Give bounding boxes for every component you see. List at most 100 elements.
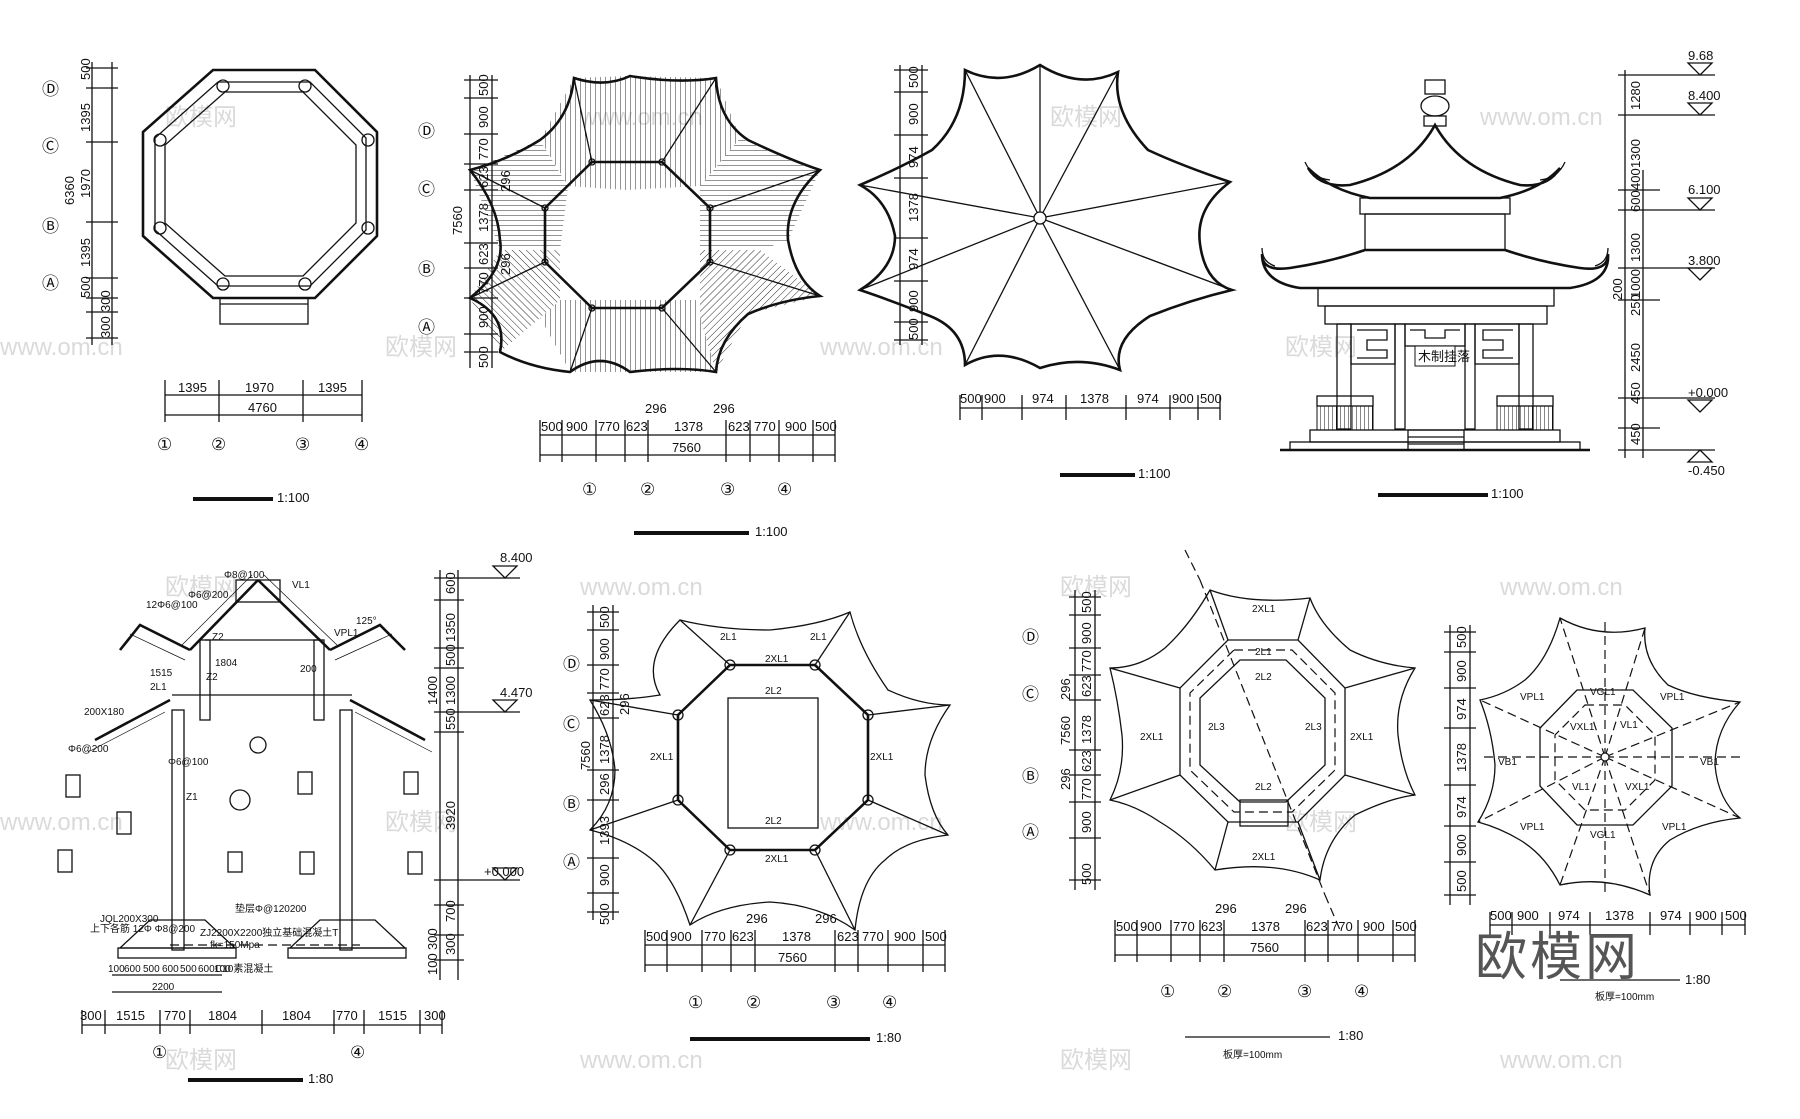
svg-text:900: 900	[785, 419, 807, 434]
svg-text:1:80: 1:80	[308, 1071, 333, 1086]
svg-text:Ⓑ: Ⓑ	[1022, 767, 1039, 786]
svg-text:500: 500	[78, 276, 93, 298]
svg-text:900: 900	[1079, 811, 1094, 833]
beam-plan: 500 900 770 623 1378 296 1393 900 500 29…	[563, 605, 952, 1045]
roof-plan: 500 900 770 623 1378 623 770 900 500 296…	[418, 74, 837, 539]
svg-text:2L1: 2L1	[150, 682, 167, 693]
svg-text:296: 296	[597, 773, 612, 795]
svg-text:900: 900	[1454, 660, 1469, 682]
svg-text:VPL1: VPL1	[1520, 822, 1545, 833]
svg-text:JQL200X300: JQL200X300	[100, 914, 159, 925]
svg-text:500: 500	[815, 419, 837, 434]
svg-text:Ⓒ: Ⓒ	[1022, 685, 1039, 704]
svg-text:500: 500	[541, 419, 563, 434]
svg-text:1515: 1515	[378, 1008, 407, 1023]
svg-text:1378: 1378	[1605, 908, 1634, 923]
svg-text:200: 200	[300, 664, 317, 675]
svg-text:1000: 1000	[1628, 269, 1643, 298]
svg-text:296: 296	[746, 911, 768, 926]
svg-text:296: 296	[1058, 768, 1073, 790]
svg-text:900: 900	[476, 106, 491, 128]
svg-text:500: 500	[1454, 626, 1469, 648]
svg-text:1395: 1395	[178, 380, 207, 395]
svg-text:1:100: 1:100	[755, 524, 788, 539]
svg-text:623: 623	[732, 929, 754, 944]
svg-text:1970: 1970	[245, 380, 274, 395]
svg-text:100: 100	[214, 964, 231, 975]
svg-text:Z1: Z1	[186, 792, 198, 803]
svg-text:1:100: 1:100	[1491, 486, 1524, 501]
svg-text:1804: 1804	[282, 1008, 311, 1023]
svg-text:900: 900	[1363, 919, 1385, 934]
svg-text:2L2: 2L2	[765, 816, 782, 827]
svg-text:770: 770	[164, 1008, 186, 1023]
svg-text:VL1: VL1	[1620, 720, 1638, 731]
svg-text:300: 300	[424, 1008, 446, 1023]
svg-text:Ⓐ: Ⓐ	[418, 318, 435, 337]
svg-text:1:100: 1:100	[277, 490, 310, 505]
svg-text:6360: 6360	[62, 176, 77, 205]
svg-text:500: 500	[1079, 863, 1094, 885]
svg-text:2L3: 2L3	[1208, 722, 1225, 733]
svg-text:③: ③	[720, 480, 735, 499]
svg-text:VL1: VL1	[1572, 782, 1590, 793]
svg-text:1:100: 1:100	[1138, 466, 1171, 481]
radial-roof-star	[856, 63, 1238, 373]
svg-text:欧模网: 欧模网	[1050, 104, 1122, 131]
svg-text:1400: 1400	[425, 676, 440, 705]
svg-text:②: ②	[211, 435, 226, 454]
rafter-plan: 500 900 974 1378 974 900 500 VPL1 VPL1 V…	[1444, 617, 1747, 1003]
svg-text:1:80: 1:80	[1685, 972, 1710, 987]
svg-text:8.400: 8.400	[1688, 88, 1721, 103]
svg-text:900: 900	[1140, 919, 1162, 934]
svg-text:1:80: 1:80	[1338, 1028, 1363, 1043]
svg-text:Ⓑ: Ⓑ	[418, 260, 435, 279]
svg-text:500: 500	[1725, 908, 1747, 923]
svg-text:500: 500	[1490, 908, 1512, 923]
svg-text:500: 500	[180, 964, 197, 975]
svg-text:2L1: 2L1	[1255, 647, 1272, 658]
svg-text:450: 450	[1628, 423, 1643, 445]
svg-text:770: 770	[1331, 919, 1353, 934]
svg-text:500: 500	[1116, 919, 1138, 934]
svg-text:500: 500	[78, 58, 93, 80]
svg-text:9.68: 9.68	[1688, 48, 1713, 63]
svg-text:7560: 7560	[1250, 940, 1279, 955]
svg-text:2L3: 2L3	[1305, 722, 1322, 733]
svg-text:450: 450	[1628, 382, 1643, 404]
svg-text:4760: 4760	[248, 400, 277, 415]
svg-text:770: 770	[704, 929, 726, 944]
svg-text:1804: 1804	[208, 1008, 237, 1023]
svg-text:Φ8@100: Φ8@100	[224, 570, 265, 581]
svg-text:300: 300	[425, 928, 440, 950]
svg-text:www.om.cn: www.om.cn	[0, 809, 123, 836]
svg-text:770: 770	[597, 668, 612, 690]
svg-text:500: 500	[597, 903, 612, 925]
svg-text:www.om.cn: www.om.cn	[1499, 574, 1623, 601]
svg-text:Ⓓ: Ⓓ	[1022, 628, 1039, 647]
svg-text:www.om.cn: www.om.cn	[579, 574, 703, 601]
svg-text:垫层Φ@120200: 垫层Φ@120200	[235, 902, 307, 915]
svg-text:200: 200	[1610, 278, 1625, 300]
svg-text:Ⓒ: Ⓒ	[563, 715, 580, 734]
svg-text:623: 623	[626, 419, 648, 434]
svg-text:www.om.cn: www.om.cn	[1499, 1047, 1623, 1074]
svg-text:8.400: 8.400	[500, 550, 533, 565]
svg-text:974: 974	[906, 248, 921, 270]
svg-text:500: 500	[143, 964, 160, 975]
svg-text:2XL1: 2XL1	[1350, 732, 1374, 743]
svg-text:欧模网: 欧模网	[165, 1047, 237, 1074]
svg-text:7560: 7560	[450, 206, 465, 235]
svg-text:VGL1: VGL1	[1590, 830, 1616, 841]
svg-text:12Φ6@100: 12Φ6@100	[146, 600, 198, 611]
svg-text:2L2: 2L2	[1255, 782, 1272, 793]
svg-text:500: 500	[476, 74, 491, 96]
svg-text:③: ③	[826, 993, 841, 1012]
svg-text:1300: 1300	[443, 676, 458, 705]
svg-text:1378: 1378	[674, 419, 703, 434]
svg-text:fk=150Mpa: fk=150Mpa	[210, 940, 260, 951]
svg-text:④: ④	[354, 435, 369, 454]
svg-text:770: 770	[754, 419, 776, 434]
svg-text:ZJ2200X2200独立基础混凝土T: ZJ2200X2200独立基础混凝土T	[200, 926, 338, 939]
